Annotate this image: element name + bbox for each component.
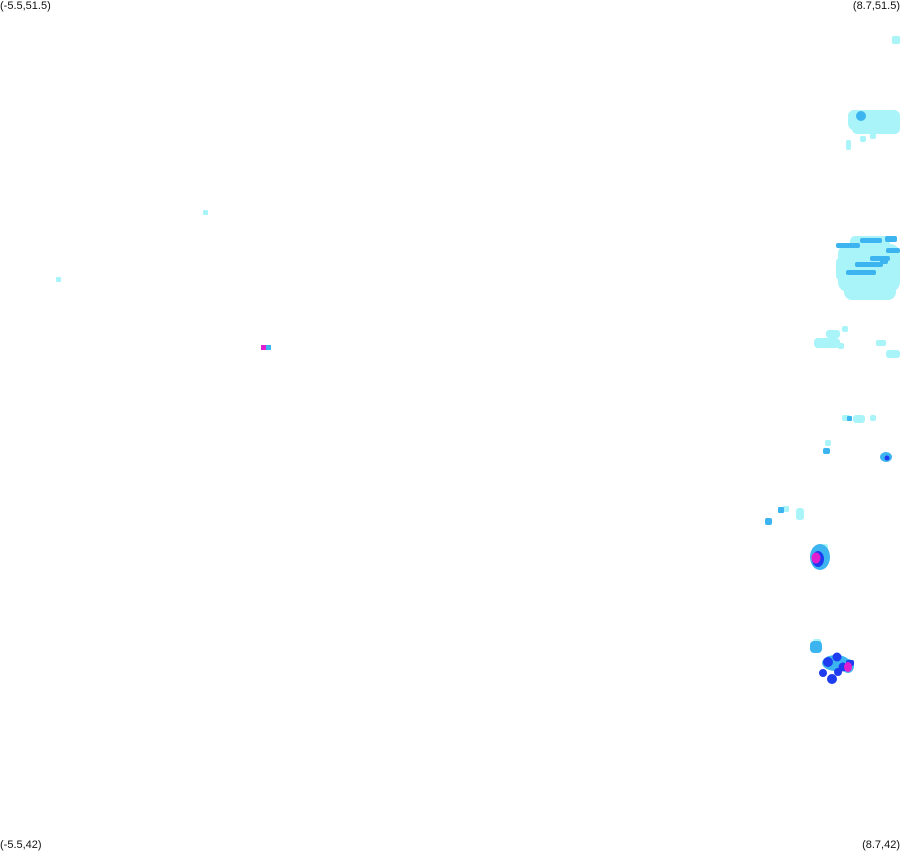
low-density-cell (886, 350, 900, 358)
mid-density-cell (810, 641, 822, 653)
low-density-cell (796, 508, 804, 520)
high-density-cell (819, 669, 827, 677)
low-density-cell (844, 282, 896, 300)
low-density-cell (56, 277, 61, 282)
mid-density-cell (880, 258, 888, 264)
corner-label-bottom-left: (-5.5,42) (0, 839, 42, 851)
mid-density-layer (266, 111, 900, 673)
low-density-cell (836, 258, 846, 280)
peak-density-cell (261, 345, 266, 350)
corner-label-top-right: (8.7,51.5) (852, 0, 900, 12)
low-density-cell (870, 133, 876, 139)
low-density-cell (860, 136, 866, 142)
low-density-cell (825, 440, 831, 446)
peak-density-cell (844, 662, 852, 672)
mid-density-cell (885, 236, 897, 242)
mid-density-cell (778, 507, 784, 513)
mid-density-cell (266, 345, 271, 350)
mid-density-cell (847, 416, 852, 421)
mid-density-cell (855, 262, 883, 267)
mid-density-cell (860, 238, 882, 243)
low-density-cell (876, 340, 886, 346)
low-density-cell (838, 343, 844, 349)
high-density-cell (832, 652, 842, 662)
high-density-cell (834, 668, 842, 676)
mid-density-cell (823, 448, 830, 454)
low-density-cell (826, 330, 840, 338)
peak-density-cell (811, 552, 821, 564)
corner-label-top-left: (-5.5,51.5) (0, 0, 51, 12)
high-density-layer (812, 455, 890, 684)
mid-density-cell (765, 518, 772, 525)
corner-label-bottom-right: (8.7,42) (862, 839, 900, 851)
low-density-cell (853, 415, 865, 423)
low-density-cell (203, 210, 208, 215)
mid-density-cell (836, 243, 860, 248)
low-density-cell (783, 506, 789, 512)
high-density-cell (884, 455, 890, 461)
peak-density-layer (261, 345, 852, 672)
low-density-cell (892, 36, 900, 44)
mid-density-cell (846, 270, 876, 275)
low-density-layer (56, 36, 900, 644)
low-density-cell (870, 415, 876, 421)
low-density-cell (852, 122, 900, 134)
low-density-cell (846, 140, 851, 150)
low-density-cell (814, 338, 840, 348)
high-density-cell (827, 674, 837, 684)
low-density-cell (842, 326, 848, 332)
mid-density-cell (886, 248, 900, 253)
high-density-cell (823, 657, 833, 667)
mid-density-cell (856, 111, 866, 121)
